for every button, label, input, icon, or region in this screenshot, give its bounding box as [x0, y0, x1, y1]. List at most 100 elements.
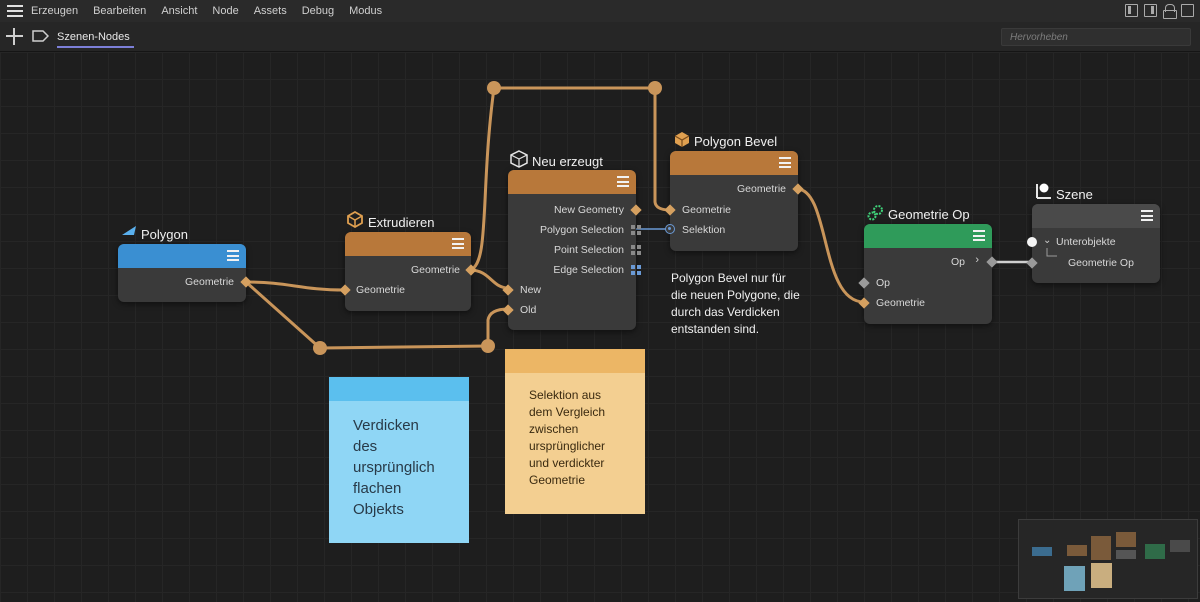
minimap[interactable]: [1018, 519, 1198, 599]
node-neu-erzeugt[interactable]: New Geometry Polygon Selection Point Sel…: [502, 170, 642, 330]
note-line: ursprünglich: [353, 459, 435, 476]
add-icon[interactable]: [6, 28, 23, 45]
port-geometrie-out: Geometrie: [410, 264, 460, 276]
highlight-search-input[interactable]: [1001, 28, 1191, 46]
right-panel-icon[interactable]: [1144, 4, 1157, 17]
minimap-node: [1091, 536, 1111, 560]
port-unterobjekte: Unterobjekte: [1056, 236, 1116, 248]
chevron-right-icon[interactable]: ›: [975, 254, 979, 266]
minimap-note: [1064, 566, 1085, 591]
note-line: Geometrie: [529, 473, 586, 487]
port-geometrie-in: Geometrie: [356, 284, 406, 296]
node-menu-icon[interactable]: [227, 250, 239, 261]
node-neu-erzeugt-title[interactable]: Neu erzeugt: [532, 154, 603, 169]
node-polygon-bevel[interactable]: Geometrie Geometrie Selektion: [664, 151, 804, 251]
sticky-note-text: Verdicken des ursprünglich flachen Objek…: [329, 401, 469, 520]
sticky-note-blue[interactable]: Verdicken des ursprünglich flachen Objek…: [329, 377, 469, 543]
node-menu-icon[interactable]: [617, 176, 629, 187]
input-circle-icon[interactable]: [1027, 237, 1037, 247]
wire-extrudieren-to-new: [468, 268, 510, 290]
expand-chevron-icon[interactable]: ⌄: [1043, 235, 1052, 246]
node-extrudieren-title[interactable]: Extrudieren: [368, 215, 435, 230]
cube-filled-icon: [674, 132, 690, 147]
port-op-out: Op: [950, 256, 965, 268]
tag-icon[interactable]: [32, 30, 49, 42]
maximize-icon[interactable]: [1181, 4, 1194, 17]
node-neu-erzeugt-header[interactable]: [508, 170, 636, 194]
port-edge-selection: Edge Selection: [553, 264, 624, 276]
note-line: Verdicken: [353, 417, 419, 434]
node-menu-icon[interactable]: [779, 157, 791, 168]
node-polygon-title[interactable]: Polygon: [141, 227, 188, 242]
lock-icon[interactable]: [1163, 4, 1177, 19]
node-szene-header[interactable]: [1032, 204, 1160, 228]
node-menu-icon[interactable]: [1141, 210, 1153, 221]
node-menu-icon[interactable]: [452, 238, 464, 249]
note-line: ursprünglicher: [529, 439, 606, 453]
minimap-node: [1032, 547, 1052, 556]
reroute-dot-top-right: [648, 81, 662, 95]
port-geometrie-in: Geometrie: [876, 297, 926, 309]
menu-ansicht[interactable]: Ansicht: [161, 5, 198, 17]
node-polygon-bevel-title[interactable]: Polygon Bevel: [694, 134, 778, 149]
wire-bevel-to-geoop: [795, 187, 866, 304]
node-szene[interactable]: ⌄ Unterobjekte Geometrie Op: [1026, 204, 1160, 283]
sticky-note-header[interactable]: [505, 349, 645, 373]
minimap-node: [1170, 540, 1190, 552]
port-polygon-selection: Polygon Selection: [539, 224, 624, 236]
selection-port-icon[interactable]: [665, 224, 675, 234]
minimap-node: [1145, 544, 1165, 559]
node-polygon-header[interactable]: [118, 244, 246, 268]
menu-bearbeiten[interactable]: Bearbeiten: [93, 5, 147, 17]
hamburger-menu-icon[interactable]: [7, 5, 23, 17]
port-old-in: Old: [520, 304, 537, 316]
minimap-node: [1116, 550, 1136, 559]
note-line: des: [353, 438, 378, 455]
node-extrudieren-header[interactable]: [345, 232, 471, 256]
selection-grid-icon[interactable]: [631, 225, 641, 235]
wire-polygon-to-reroute: [244, 280, 322, 350]
port-new-in: New: [520, 284, 542, 296]
minimap-note: [1091, 563, 1112, 588]
node-extrudieren[interactable]: Geometrie Geometrie: [339, 232, 477, 311]
minimap-node: [1116, 532, 1136, 547]
port-selektion-in: Selektion: [682, 224, 726, 236]
wires-layer: [244, 81, 1032, 355]
wire-reroute-to-bevel: [653, 86, 672, 212]
node-geometrie-op-title[interactable]: Geometrie Op: [888, 207, 970, 222]
comment-line: durch das Verdicken: [671, 305, 780, 319]
node-polygon-bevel-header[interactable]: [670, 151, 798, 175]
menu-node[interactable]: Node: [212, 5, 239, 17]
reroute-dot-bottom-right: [481, 339, 495, 353]
note-line: flachen: [353, 480, 402, 497]
sticky-note-orange[interactable]: Selektion aus dem Vergleich zwischen urs…: [505, 349, 645, 514]
tabbar: Szenen-Nodes: [0, 22, 1200, 52]
menu-erzeugen[interactable]: Erzeugen: [31, 5, 79, 17]
port-op-in: Op: [876, 277, 891, 289]
selection-grid-blue-icon[interactable]: [631, 265, 641, 275]
node-canvas[interactable]: Polygon Geometrie Extrudieren Geometrie …: [0, 52, 1200, 602]
port-geometrie-out: Geometrie: [736, 183, 786, 195]
tab-szenen-nodes[interactable]: Szenen-Nodes: [57, 31, 130, 43]
node-geometrie-op[interactable]: Op › Op Geometrie: [858, 224, 998, 324]
wire-reroute-to-reroute: [318, 344, 490, 350]
selection-grid-icon[interactable]: [631, 245, 641, 255]
gears-icon: [867, 205, 883, 221]
node-menu-icon[interactable]: [973, 230, 985, 241]
menu-modus[interactable]: Modus: [349, 5, 383, 17]
sticky-note-header[interactable]: [329, 377, 469, 401]
active-tab-indicator: [57, 46, 134, 48]
node-polygon[interactable]: Geometrie: [118, 244, 252, 302]
menu-assets[interactable]: Assets: [253, 5, 287, 17]
port-point-selection: Point Selection: [553, 244, 624, 256]
note-line: und verdickter: [529, 456, 605, 470]
node-szene-title[interactable]: Szene: [1056, 187, 1093, 202]
node-geometrie-op-header[interactable]: [864, 224, 992, 248]
menu-debug[interactable]: Debug: [301, 5, 335, 17]
port-new-geometry: New Geometry: [553, 204, 624, 216]
minimap-node: [1067, 545, 1087, 556]
wire-polygon-to-extrudieren: [244, 280, 347, 292]
left-panel-icon[interactable]: [1125, 4, 1138, 17]
comment-text: Polygon Bevel nur für die neuen Polygone…: [671, 270, 800, 338]
